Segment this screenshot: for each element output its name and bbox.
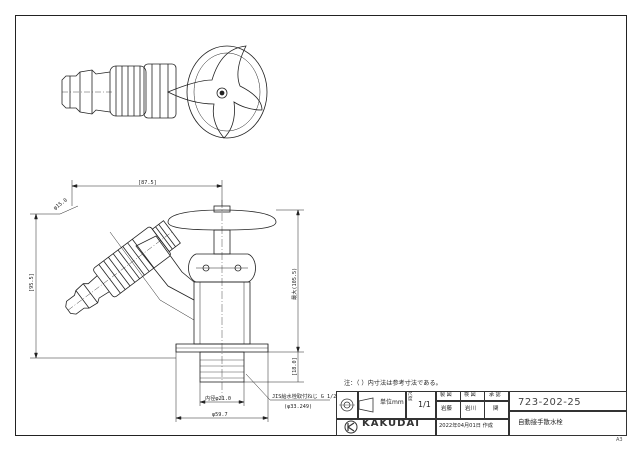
dim-base-height: [18.0] [292,357,298,376]
header-approve: 承 認 [489,392,501,398]
dim-thread-inner: 内径φ21.0 [205,394,231,402]
date-cell [436,419,509,436]
dim-thread-outer: φ59.7 [212,412,228,418]
drawing-title: 自動接手散水栓 [518,418,563,426]
scale-label: 尺度 [408,392,413,402]
dim-width-top: [87.5] [138,180,157,186]
header-draw: 製 図 [440,392,452,398]
dim-jis-thread: JIS給水栓取付ねじ G 1/2 [272,392,336,400]
general-note: 注：（ ）内寸法は参考寸法である。 [344,380,442,387]
scale-value: 1/1 [418,400,431,409]
header-check: 検 図 [464,392,476,398]
name-draw: 岩藤 [441,406,453,412]
unit-cell [358,391,406,419]
projection-symbol-icon [339,397,374,413]
brand-cell [336,419,436,436]
drawing-frame [15,15,627,436]
dim-hose-dia: φ15.0 [53,197,69,211]
unit-label: 単位mm [380,399,404,406]
name-approve: 関 [493,406,499,412]
approval-divider [460,391,485,419]
brand-name: KAKUDAI [362,418,420,429]
name-check: 岩川 [465,406,477,412]
dim-height-left: [95.5] [29,273,35,292]
title-cell [509,411,627,436]
top-view [61,45,268,139]
dim-jis-sub: (φ33.249) [284,404,312,410]
sheet-size: A3 [616,437,623,443]
dimension-lines [30,180,330,422]
title-block: 単位mm 尺度 1/1 製 図 検 図 承 認 岩藤 岩川 関 2022年04月… [336,391,627,436]
front-view [65,200,277,400]
dim-height-right: 最大(105.5) [290,268,298,300]
kakudai-logo-icon [344,420,358,434]
number-cell [509,391,627,411]
drawing-number: 723-202-25 [518,397,582,408]
issued-date: 2022年04月01日 作成 [439,423,493,429]
scale-cell [406,391,436,419]
projection-cell [336,391,358,419]
